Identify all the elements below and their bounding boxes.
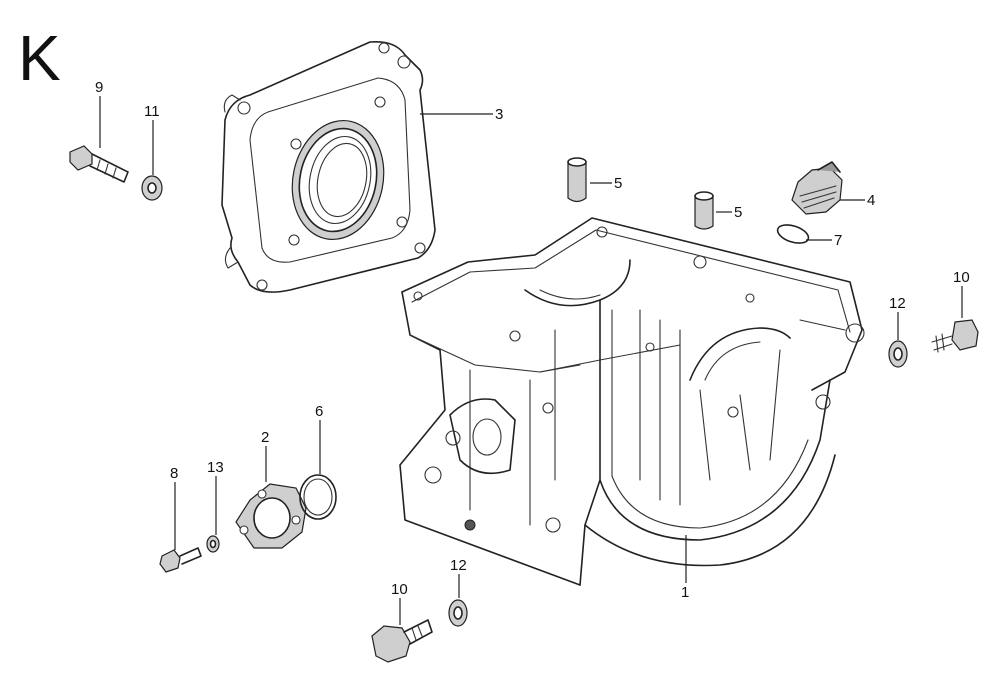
leader-lines [99,96,963,625]
callout-1: 1 [681,584,689,601]
part-1-crankcase [399,217,865,586]
part-10-drain-bolt-bottom [371,619,433,663]
part-12-washer-right [888,340,908,368]
part-11-washer [141,175,163,201]
part-7-o-ring [776,224,810,244]
part-5-dowel-pin-a [567,157,587,203]
callout-10a: 10 [953,269,970,286]
callout-12b: 12 [450,557,467,574]
part-6-o-ring [299,474,337,520]
callout-numbers: 3 5 5 4 7 9 11 12 10 2 6 8 13 10 12 1 [95,79,970,601]
part-10-drain-bolt-right [931,319,979,353]
callout-2: 2 [261,429,269,446]
callout-8: 8 [170,465,178,482]
callout-5a: 5 [614,175,622,192]
part-2-cover-plate [235,483,307,549]
callout-12a: 12 [889,295,906,312]
part-13-washer [206,535,220,553]
part-12-washer-bottom [448,599,468,627]
callout-7: 7 [834,232,842,249]
callout-13: 13 [207,459,224,476]
callout-10b: 10 [391,581,408,598]
callout-5b: 5 [734,204,742,221]
part-4-oil-filler-cap [791,161,843,215]
callout-3: 3 [495,106,503,123]
callout-11: 11 [144,103,160,120]
part-5-dowel-pin-b [694,191,714,230]
part-8-bolt [159,547,202,573]
callout-4: 4 [867,192,875,209]
callout-9: 9 [95,79,103,96]
part-9-bolt [69,145,129,183]
section-letter: K [18,22,61,94]
callout-6: 6 [315,403,323,420]
part-3-side-cover [221,40,436,293]
